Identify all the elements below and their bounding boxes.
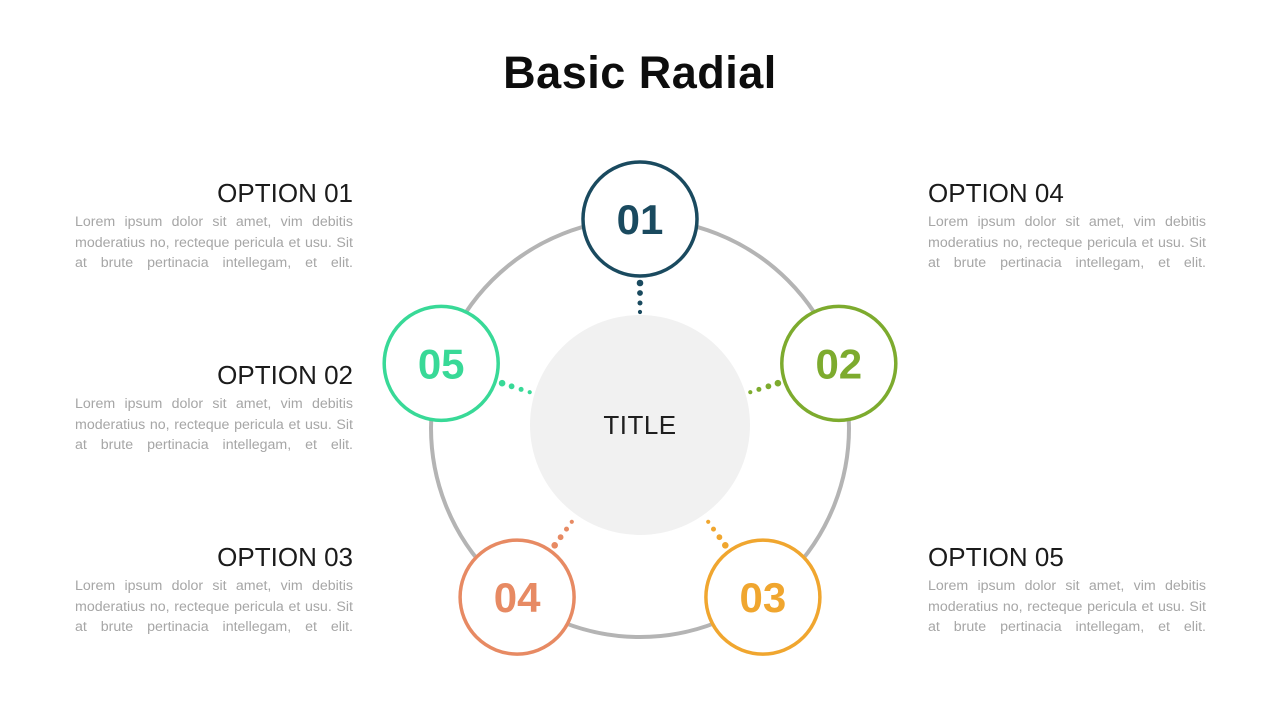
node-01-number: 01: [617, 196, 664, 243]
connector-dots-01: [636, 279, 644, 315]
option-03-body: Lorem ipsum dolor sit amet, vim debitis …: [75, 578, 353, 635]
node-02-number: 02: [815, 340, 862, 387]
option-02-body: Lorem ipsum dolor sit amet, vim debitis …: [75, 396, 353, 453]
node-03-circle: [704, 538, 822, 656]
node-05-number: 05: [418, 340, 465, 387]
node-05-circle: [382, 304, 500, 423]
option-04-body: Lorem ipsum dolor sit amet, vim debitis …: [928, 214, 1206, 271]
node-01-circle: [581, 160, 699, 278]
option-05-body: Lorem ipsum dolor sit amet, vim debitis …: [928, 578, 1206, 635]
option-block-02: OPTION 02 Lorem ipsum dolor sit amet, vi…: [75, 360, 353, 456]
option-03-heading: OPTION 03: [217, 542, 353, 572]
option-block-05: OPTION 05 Lorem ipsum dolor sit amet, vi…: [928, 542, 1206, 638]
connector-dots-03: [706, 519, 729, 549]
option-block-04: OPTION 04 Lorem ipsum dolor sit amet, vi…: [928, 178, 1206, 274]
connector-dots-04: [551, 519, 574, 549]
node-04-circle: [458, 538, 576, 656]
center-title: TITLE: [603, 410, 676, 440]
node-05: 05: [382, 304, 500, 423]
node-02: 02: [780, 304, 898, 423]
node-04: 04: [458, 538, 576, 656]
node-03: 03: [704, 538, 822, 656]
node-01: 01: [581, 160, 699, 278]
center-circle: [530, 315, 750, 535]
slide-title: Basic Radial: [503, 47, 777, 98]
connector-dots-02: [748, 379, 782, 395]
node-04-number: 04: [494, 574, 541, 621]
option-01-body: Lorem ipsum dolor sit amet, vim debitis …: [75, 214, 353, 271]
option-04-heading: OPTION 04: [928, 178, 1064, 208]
connector-dots-05: [498, 379, 532, 395]
option-block-01: OPTION 01 Lorem ipsum dolor sit amet, vi…: [75, 178, 353, 274]
node-02-circle: [780, 304, 898, 423]
option-05-heading: OPTION 05: [928, 542, 1064, 572]
option-block-03: OPTION 03 Lorem ipsum dolor sit amet, vi…: [75, 542, 353, 638]
option-01-heading: OPTION 01: [217, 178, 353, 208]
node-03-number: 03: [740, 574, 787, 621]
option-02-heading: OPTION 02: [217, 360, 353, 390]
